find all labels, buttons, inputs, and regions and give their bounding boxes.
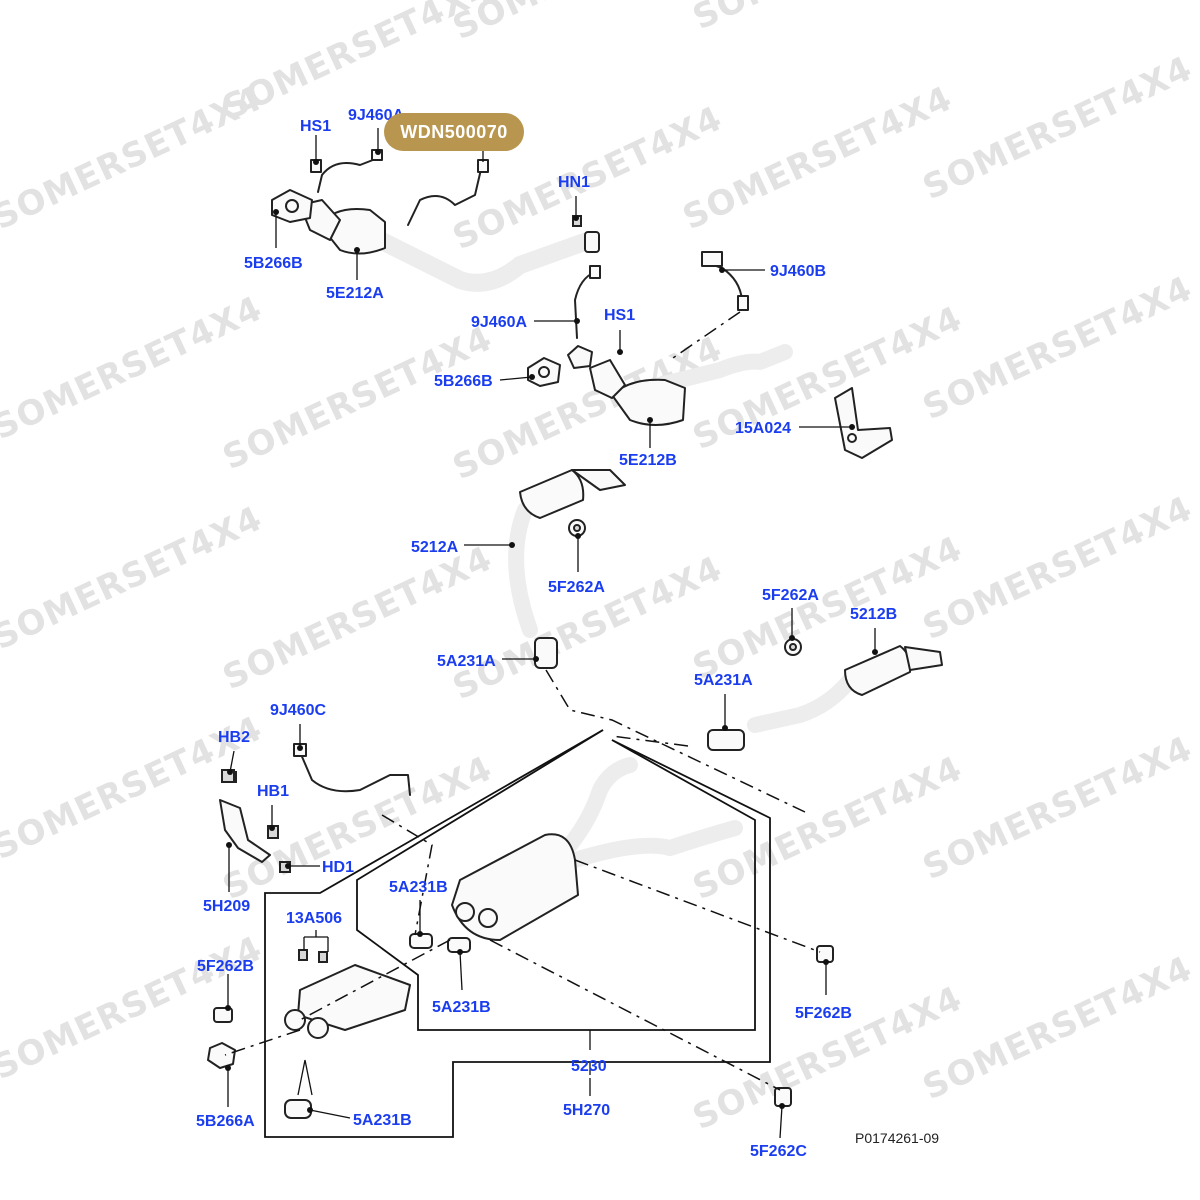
oxygen-sensor-9j460b[interactable] (701, 251, 749, 311)
rear-muffler-5230[interactable] (451, 757, 743, 941)
figure-reference: P0174261-09 (855, 1130, 939, 1146)
watermark-text: SOMERSET4X4 (447, 0, 729, 48)
label-9j460a-mid: 9J460A (471, 314, 527, 331)
label-5f262a-left: 5F262A (548, 579, 605, 596)
oxygen-sensor-9j460a-mid[interactable] (574, 265, 601, 339)
leader-lines (225, 128, 878, 1139)
watermark-text: SOMERSET4X4 (687, 298, 969, 458)
watermark-text: SOMERSET4X4 (0, 498, 269, 658)
label-5212b: 5212B (850, 606, 897, 623)
label-hs1-top: HS1 (300, 118, 331, 135)
oxygen-sensor-9j460a-top[interactable] (310, 149, 383, 193)
watermark: SOMERSET4X4 SOMERSET4X4 SOMERSET4X4 SOME… (0, 0, 1199, 1138)
label-9j460b: 9J460B (770, 263, 826, 280)
label-5230: 5230 (571, 1058, 607, 1075)
label-5a231a-left: 5A231A (437, 653, 496, 670)
rubber-mount-5f262a-right[interactable] (784, 638, 802, 656)
rear-box-5h270[interactable] (284, 964, 411, 1039)
watermark-text: SOMERSET4X4 (917, 728, 1199, 888)
label-5b266b-top: 5B266B (244, 255, 303, 272)
watermark-text: SOMERSET4X4 (917, 48, 1199, 208)
label-5f262b-right: 5F262B (795, 1005, 852, 1022)
label-5b266a: 5B266A (196, 1113, 255, 1130)
highlight-badge[interactable]: WDN500070 (384, 113, 524, 151)
part-labels: HS1 9J460A 5B266B 5E212A HN1 9J460B 9J46… (196, 107, 939, 1160)
group-outline-5h270 (356, 729, 756, 1031)
label-5f262c: 5F262C (750, 1143, 807, 1160)
label-15a024: 15A024 (735, 420, 791, 437)
gasket-5b266a[interactable] (207, 1042, 236, 1069)
label-9j460c: 9J460C (270, 702, 326, 719)
watermark-text: SOMERSET4X4 (687, 978, 969, 1138)
intermediate-pipe-5212a[interactable] (508, 469, 626, 638)
flange-gasket-mid[interactable] (527, 345, 593, 387)
label-13a506: 13A506 (286, 910, 342, 927)
intermediate-pipe-5212b[interactable] (747, 645, 943, 733)
clamp-5a231a-right[interactable] (707, 729, 745, 751)
label-5h270: 5H270 (563, 1102, 610, 1119)
label-hs1-mid: HS1 (604, 307, 635, 324)
label-5f262a-right: 5F262A (762, 587, 819, 604)
watermark-text: SOMERSET4X4 (677, 78, 959, 238)
label-hd1: HD1 (322, 859, 354, 876)
watermark-text: SOMERSET4X4 (687, 0, 969, 38)
label-5a231b-mid: 5A231B (432, 999, 491, 1016)
label-5b266b-mid: 5B266B (434, 373, 493, 390)
label-hn1: HN1 (558, 174, 590, 191)
label-5212a: 5212A (411, 539, 459, 556)
label-5e212b: 5E212B (619, 452, 677, 469)
watermark-text: SOMERSET4X4 (917, 948, 1199, 1108)
clamp-5a231b-bottom[interactable] (284, 1099, 312, 1119)
label-5a231b-upper: 5A231B (389, 879, 448, 896)
label-5h209: 5H209 (203, 898, 250, 915)
label-5a231b-bottom: 5A231B (353, 1112, 412, 1129)
alignment-lines (224, 311, 821, 1091)
bracket-15a024[interactable] (834, 387, 893, 459)
label-5f262b-left: 5F262B (197, 958, 254, 975)
watermark-text: SOMERSET4X4 (0, 288, 269, 448)
clamp-5a231a-left[interactable] (534, 637, 558, 669)
group-outline-5230 (264, 729, 771, 1138)
bolt-13a506[interactable] (298, 949, 328, 963)
oxygen-sensor-9j460c[interactable] (293, 743, 411, 796)
front-pipe-5e212b[interactable] (589, 344, 793, 426)
label-5a231a-right: 5A231A (694, 672, 753, 689)
watermark-text: SOMERSET4X4 (917, 268, 1199, 428)
rubber-mount-5f262b-left[interactable] (213, 1007, 233, 1023)
label-hb1: HB1 (257, 783, 289, 800)
front-pipe-5e212a[interactable] (299, 199, 600, 292)
rubber-mount-5f262a-left[interactable] (568, 519, 586, 537)
flange-gasket-top[interactable] (271, 189, 313, 223)
label-hb2: HB2 (218, 729, 250, 746)
label-5e212a: 5E212A (326, 285, 384, 302)
